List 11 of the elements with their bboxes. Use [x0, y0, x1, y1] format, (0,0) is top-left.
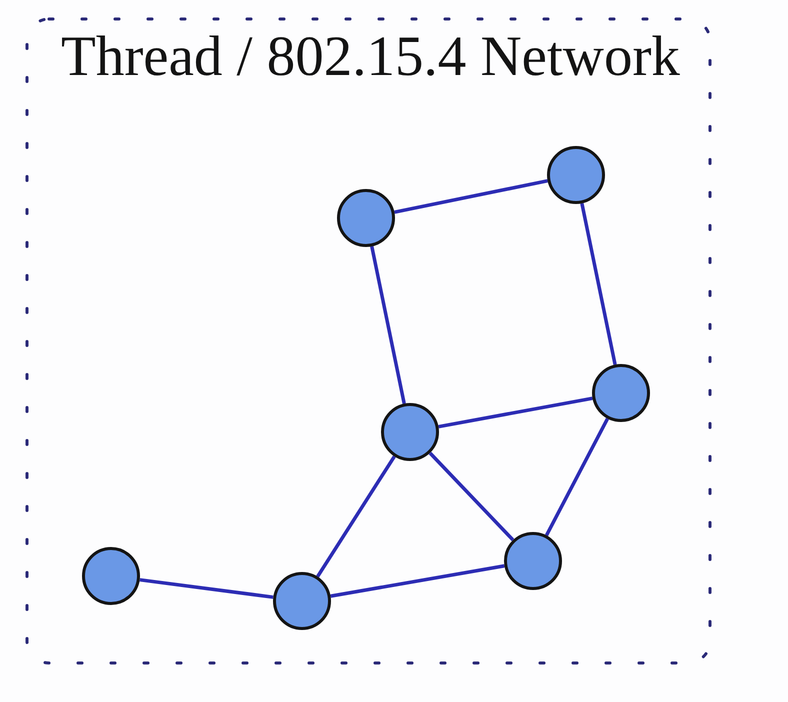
connection-line — [394, 179, 548, 214]
connection-line — [580, 203, 617, 365]
connection-line — [316, 455, 396, 578]
network-title: Thread / 802.15.4 Network — [61, 26, 680, 89]
connection-line — [438, 396, 593, 428]
connection-line — [330, 564, 505, 598]
connection-line — [370, 246, 406, 404]
connection-line — [428, 452, 514, 542]
dashed-network-boundary — [25, 17, 712, 665]
connection-line — [544, 418, 610, 536]
connection-line — [140, 578, 274, 599]
